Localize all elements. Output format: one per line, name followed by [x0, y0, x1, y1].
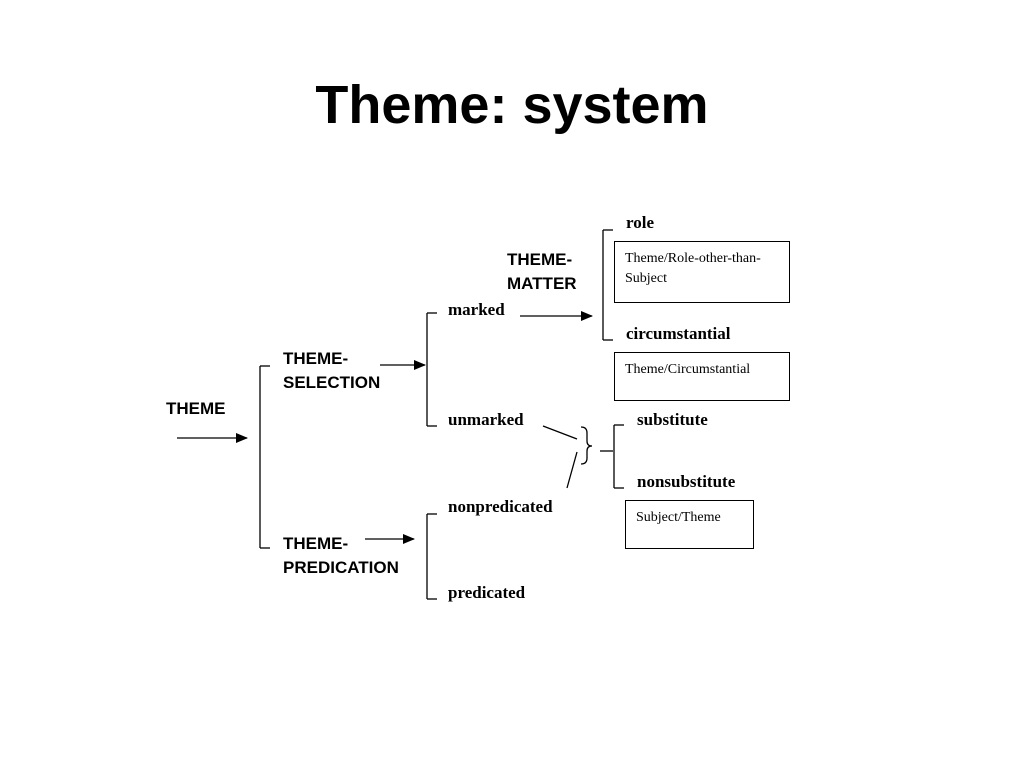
feature-predicated: predicated: [448, 583, 526, 602]
theme-matter-line2: MATTER: [507, 274, 577, 293]
feature-nonsubstitute: nonsubstitute: [637, 472, 736, 491]
theme-predication-line1: THEME-: [283, 534, 349, 553]
theme-system-label: THEME: [166, 399, 226, 418]
unmarked-entry-line: [542, 425, 578, 440]
feature-role: role: [626, 213, 655, 232]
nonpredicated-entry-line: [566, 451, 578, 489]
theme-selection-label: THEME- SELECTION: [283, 347, 380, 395]
feature-nonpredicated: nonpredicated: [448, 497, 553, 516]
theme-matter-line1: THEME-: [507, 250, 573, 269]
feature-unmarked: unmarked: [448, 410, 524, 429]
circumstantial-realization-box: Theme/Circumstantial: [614, 352, 790, 401]
feature-substitute: substitute: [637, 410, 708, 429]
theme-selection-line2: SELECTION: [283, 373, 381, 392]
theme-matter-label: THEME- MATTER: [507, 248, 577, 296]
page-title: Theme: system: [315, 75, 709, 135]
role-realization-box: Theme/Role-other-than-Subject: [614, 241, 790, 303]
theme-predication-line2: PREDICATION: [283, 558, 399, 577]
theme-selection-line1: THEME-: [283, 349, 349, 368]
theme-predication-label: THEME- PREDICATION: [283, 532, 399, 580]
nonsubstitute-realization-box: Subject/Theme: [625, 500, 754, 549]
conjunction-brace: [580, 426, 593, 465]
feature-marked: marked: [448, 300, 505, 319]
feature-circumstantial: circumstantial: [626, 324, 731, 343]
